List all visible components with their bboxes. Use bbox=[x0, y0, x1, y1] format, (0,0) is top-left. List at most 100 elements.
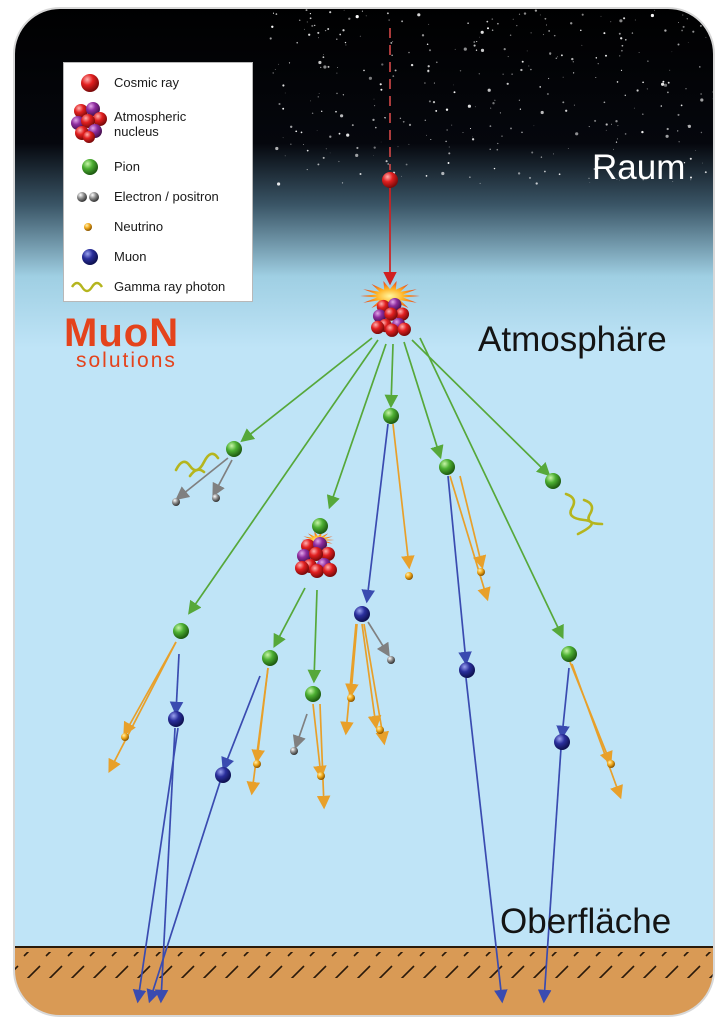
star bbox=[638, 52, 640, 54]
pion-track bbox=[384, 343, 399, 409]
star bbox=[595, 77, 597, 78]
legend-item-pion: Pion bbox=[64, 155, 254, 179]
star bbox=[336, 72, 338, 74]
star bbox=[557, 56, 558, 58]
star bbox=[548, 77, 550, 80]
star bbox=[553, 153, 554, 155]
star bbox=[699, 66, 701, 68]
star bbox=[512, 18, 514, 20]
star bbox=[521, 131, 523, 134]
neutrino-track bbox=[392, 423, 415, 570]
star bbox=[327, 65, 330, 68]
star bbox=[672, 181, 674, 183]
star bbox=[533, 125, 535, 127]
star bbox=[356, 146, 359, 150]
star bbox=[311, 24, 314, 27]
star bbox=[603, 101, 606, 104]
star bbox=[306, 149, 309, 152]
star bbox=[664, 29, 667, 32]
pion-track bbox=[307, 589, 322, 684]
star bbox=[621, 44, 624, 47]
star bbox=[295, 130, 298, 133]
star bbox=[282, 107, 285, 110]
star bbox=[565, 109, 568, 112]
star bbox=[427, 65, 430, 68]
neutrino-particle bbox=[607, 760, 615, 768]
muon-track bbox=[447, 475, 472, 666]
neutrino-track bbox=[571, 663, 623, 800]
legend-item-muon: Muon bbox=[64, 245, 254, 269]
electron-particle bbox=[290, 747, 298, 755]
star bbox=[507, 56, 509, 58]
pion-icon bbox=[82, 159, 98, 175]
star bbox=[391, 54, 393, 56]
star bbox=[540, 110, 544, 115]
star bbox=[428, 100, 431, 103]
star bbox=[336, 92, 338, 95]
star bbox=[678, 141, 680, 143]
star bbox=[641, 113, 644, 116]
star bbox=[555, 57, 558, 59]
pion-track bbox=[411, 339, 551, 477]
star bbox=[325, 148, 327, 150]
star bbox=[322, 156, 325, 159]
star bbox=[408, 123, 412, 126]
star bbox=[534, 9, 538, 12]
star bbox=[340, 114, 344, 118]
star bbox=[588, 177, 590, 179]
star bbox=[535, 182, 538, 185]
star bbox=[386, 12, 389, 15]
star bbox=[692, 30, 695, 33]
star bbox=[401, 175, 402, 177]
star bbox=[539, 14, 541, 16]
star bbox=[314, 24, 316, 27]
star bbox=[526, 50, 528, 52]
star bbox=[359, 173, 362, 175]
star bbox=[613, 148, 614, 150]
star bbox=[489, 148, 491, 151]
muon-logo-sub: solutions bbox=[76, 349, 177, 372]
star bbox=[491, 18, 494, 20]
star bbox=[616, 138, 618, 140]
star bbox=[433, 82, 435, 84]
star bbox=[426, 134, 427, 136]
pion-particle bbox=[383, 408, 399, 424]
star bbox=[491, 29, 494, 31]
region-label-atmosphere: Atmosphäre bbox=[478, 320, 667, 359]
star bbox=[660, 163, 662, 166]
star bbox=[402, 120, 405, 123]
electron-particle bbox=[387, 656, 395, 664]
star bbox=[392, 75, 395, 77]
electron-positron-icon bbox=[77, 192, 99, 202]
star bbox=[589, 182, 591, 183]
star bbox=[324, 29, 327, 32]
star bbox=[682, 25, 685, 28]
star bbox=[528, 65, 530, 67]
star bbox=[494, 99, 496, 101]
star bbox=[616, 81, 619, 83]
star bbox=[296, 41, 298, 44]
star bbox=[410, 63, 414, 67]
star bbox=[462, 132, 464, 133]
star bbox=[683, 162, 686, 164]
star bbox=[399, 117, 402, 120]
star bbox=[401, 20, 404, 23]
neutrino-particle bbox=[253, 760, 261, 768]
star bbox=[445, 140, 447, 143]
nucleon bbox=[323, 563, 337, 577]
star bbox=[686, 18, 688, 20]
legend-label: Neutrino bbox=[114, 219, 164, 234]
star bbox=[624, 133, 627, 135]
star bbox=[408, 51, 410, 54]
star bbox=[680, 104, 683, 107]
star bbox=[473, 41, 476, 43]
star bbox=[359, 35, 361, 37]
star bbox=[687, 124, 692, 128]
star bbox=[497, 22, 499, 25]
muon-logo-main: MuoN bbox=[64, 311, 180, 355]
star bbox=[660, 105, 663, 107]
star bbox=[385, 118, 386, 119]
star bbox=[605, 123, 608, 126]
star bbox=[581, 13, 584, 16]
star bbox=[284, 155, 286, 157]
